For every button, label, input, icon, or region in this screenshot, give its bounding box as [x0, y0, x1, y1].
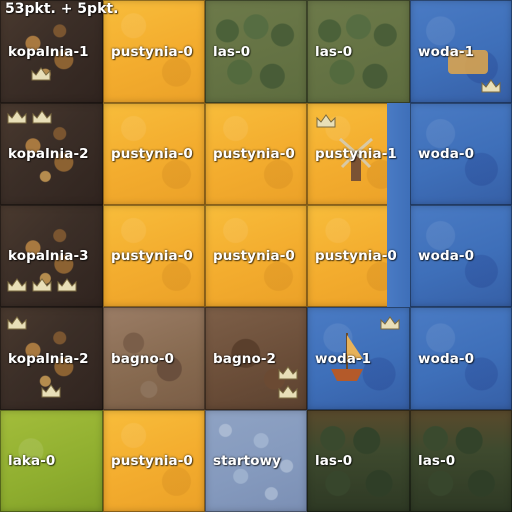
tile-label: las-0	[213, 43, 251, 60]
tile-r2-c2[interactable]: pustynia-0	[205, 205, 307, 307]
crown-icon	[32, 278, 52, 292]
crown-group	[379, 315, 401, 331]
tile-label: pustynia-0	[111, 146, 193, 162]
crown-icon	[380, 316, 400, 330]
tile-r0-c4[interactable]: woda-1	[410, 0, 512, 103]
tile-r4-c0[interactable]: laka-0	[0, 410, 103, 512]
crown-group	[40, 383, 62, 399]
tile-r3-c2[interactable]: bagno-2	[205, 307, 307, 410]
tile-label: pustynia-0	[111, 248, 193, 264]
water-edge	[387, 205, 410, 307]
crown-icon	[278, 366, 298, 380]
tile-label: pustynia-0	[315, 248, 397, 264]
crown-icon	[31, 67, 51, 81]
tile-r2-c4[interactable]: woda-0	[410, 205, 512, 307]
tile-label: woda-0	[418, 350, 475, 367]
tile-r2-c3[interactable]: pustynia-0	[307, 205, 410, 307]
tile-r3-c1[interactable]: bagno-0	[103, 307, 205, 410]
crown-group	[277, 365, 299, 400]
tile-label: bagno-2	[213, 350, 277, 367]
tile-r2-c1[interactable]: pustynia-0	[103, 205, 205, 307]
tile-label: las-0	[315, 453, 353, 469]
tile-label: pustynia-1	[315, 146, 397, 162]
tile-label: pustynia-0	[111, 43, 193, 60]
tile-r0-c3[interactable]: las-0	[307, 0, 410, 103]
tile-label: woda-1	[418, 43, 475, 60]
tile-label: woda-0	[418, 146, 475, 162]
tile-label: bagno-0	[111, 350, 175, 367]
tile-r1-c1[interactable]: pustynia-0	[103, 103, 205, 205]
tile-r3-c4[interactable]: woda-0	[410, 307, 512, 410]
tile-r1-c2[interactable]: pustynia-0	[205, 103, 307, 205]
crown-icon	[7, 278, 27, 292]
crown-icon	[316, 114, 336, 128]
crown-group	[6, 315, 28, 331]
tile-r1-c4[interactable]: woda-0	[410, 103, 512, 205]
crown-icon	[41, 384, 61, 398]
tile-label: kopalnia-1	[8, 43, 89, 60]
tile-label: las-0	[315, 43, 353, 60]
tile-r4-c3[interactable]: las-0	[307, 410, 410, 512]
tile-r3-c3[interactable]: woda-1	[307, 307, 410, 410]
tile-label: woda-1	[315, 350, 372, 367]
crown-icon	[481, 79, 501, 93]
crown-group	[315, 113, 337, 129]
crown-icon	[7, 316, 27, 330]
tile-r4-c1[interactable]: pustynia-0	[103, 410, 205, 512]
tile-label: laka-0	[8, 453, 56, 469]
tile-r1-c3[interactable]: pustynia-1	[307, 103, 410, 205]
tile-label: pustynia-0	[111, 453, 193, 469]
tile-r2-c0[interactable]: kopalnia-3	[0, 205, 103, 307]
tile-r1-c0[interactable]: kopalnia-2	[0, 103, 103, 205]
crown-group	[6, 109, 53, 125]
score-total: 53pkt. + 5pkt.	[5, 1, 119, 17]
tile-r0-c2[interactable]: las-0	[205, 0, 307, 103]
water-edge	[387, 103, 410, 205]
tile-label: woda-0	[418, 248, 475, 264]
tile-r4-c4[interactable]: las-0	[410, 410, 512, 512]
tile-label: pustynia-0	[213, 248, 295, 264]
tile-label: kopalnia-2	[8, 146, 89, 162]
crown-group	[30, 66, 52, 82]
crown-icon	[57, 278, 77, 292]
tile-r0-c0[interactable]: kopalnia-1	[0, 0, 103, 103]
crown-icon	[278, 385, 298, 399]
tile-label: kopalnia-2	[8, 350, 89, 367]
tile-label: startowy	[213, 453, 282, 469]
crown-icon	[32, 110, 52, 124]
crown-icon	[7, 110, 27, 124]
tile-label: kopalnia-3	[8, 248, 89, 264]
crown-group	[6, 277, 78, 293]
tile-r0-c1[interactable]: pustynia-0	[103, 0, 205, 103]
crown-group	[480, 78, 502, 94]
tile-label: pustynia-0	[213, 146, 295, 162]
tile-label: las-0	[418, 453, 456, 469]
tile-r4-c2[interactable]: startowy	[205, 410, 307, 512]
tile-r3-c0[interactable]: kopalnia-2	[0, 307, 103, 410]
